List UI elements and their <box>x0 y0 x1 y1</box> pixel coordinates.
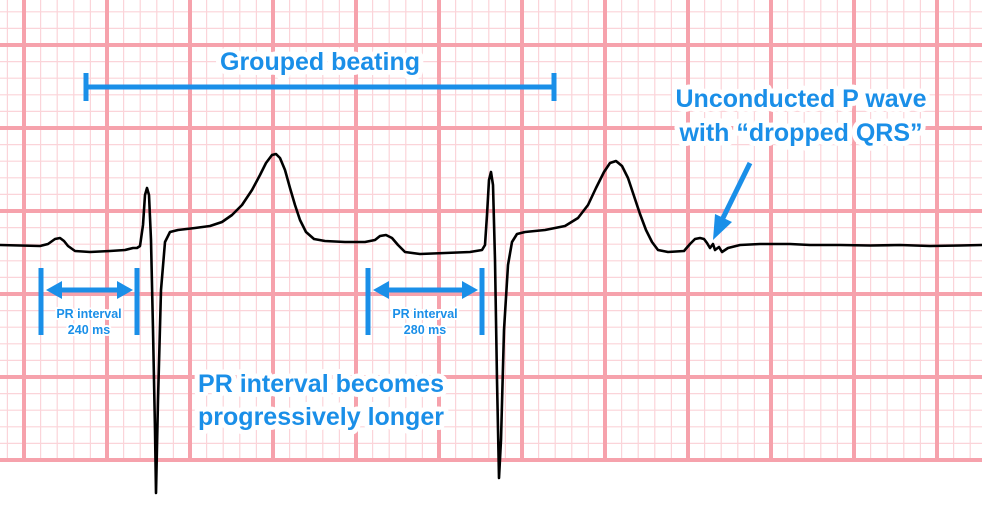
pr-interval-2-label: PR interval <box>392 307 457 321</box>
grouped-beating-bracket <box>83 73 557 101</box>
pr-interval-1-value: 240 ms <box>68 323 110 337</box>
progressive-pr-label-line1: PR interval becomes <box>198 370 444 398</box>
grid-minor-lines <box>0 0 982 462</box>
grouped-beating-label: Grouped beating <box>220 48 420 76</box>
unconducted-arrow <box>713 161 753 240</box>
pr-interval-1-label: PR interval <box>56 307 121 321</box>
grid-major-lines <box>0 0 982 462</box>
unconducted-p-wave-label: Unconducted P wave <box>676 85 927 113</box>
pr-interval-2-value: 280 ms <box>404 323 446 337</box>
progressive-pr-label-line2: progressively longer <box>198 403 444 431</box>
pr-interval-280-marker <box>365 268 485 335</box>
pr-interval-240-marker <box>38 268 140 335</box>
ecg-trace <box>0 152 982 495</box>
dropped-qrs-label: with “dropped QRS” <box>678 119 922 147</box>
